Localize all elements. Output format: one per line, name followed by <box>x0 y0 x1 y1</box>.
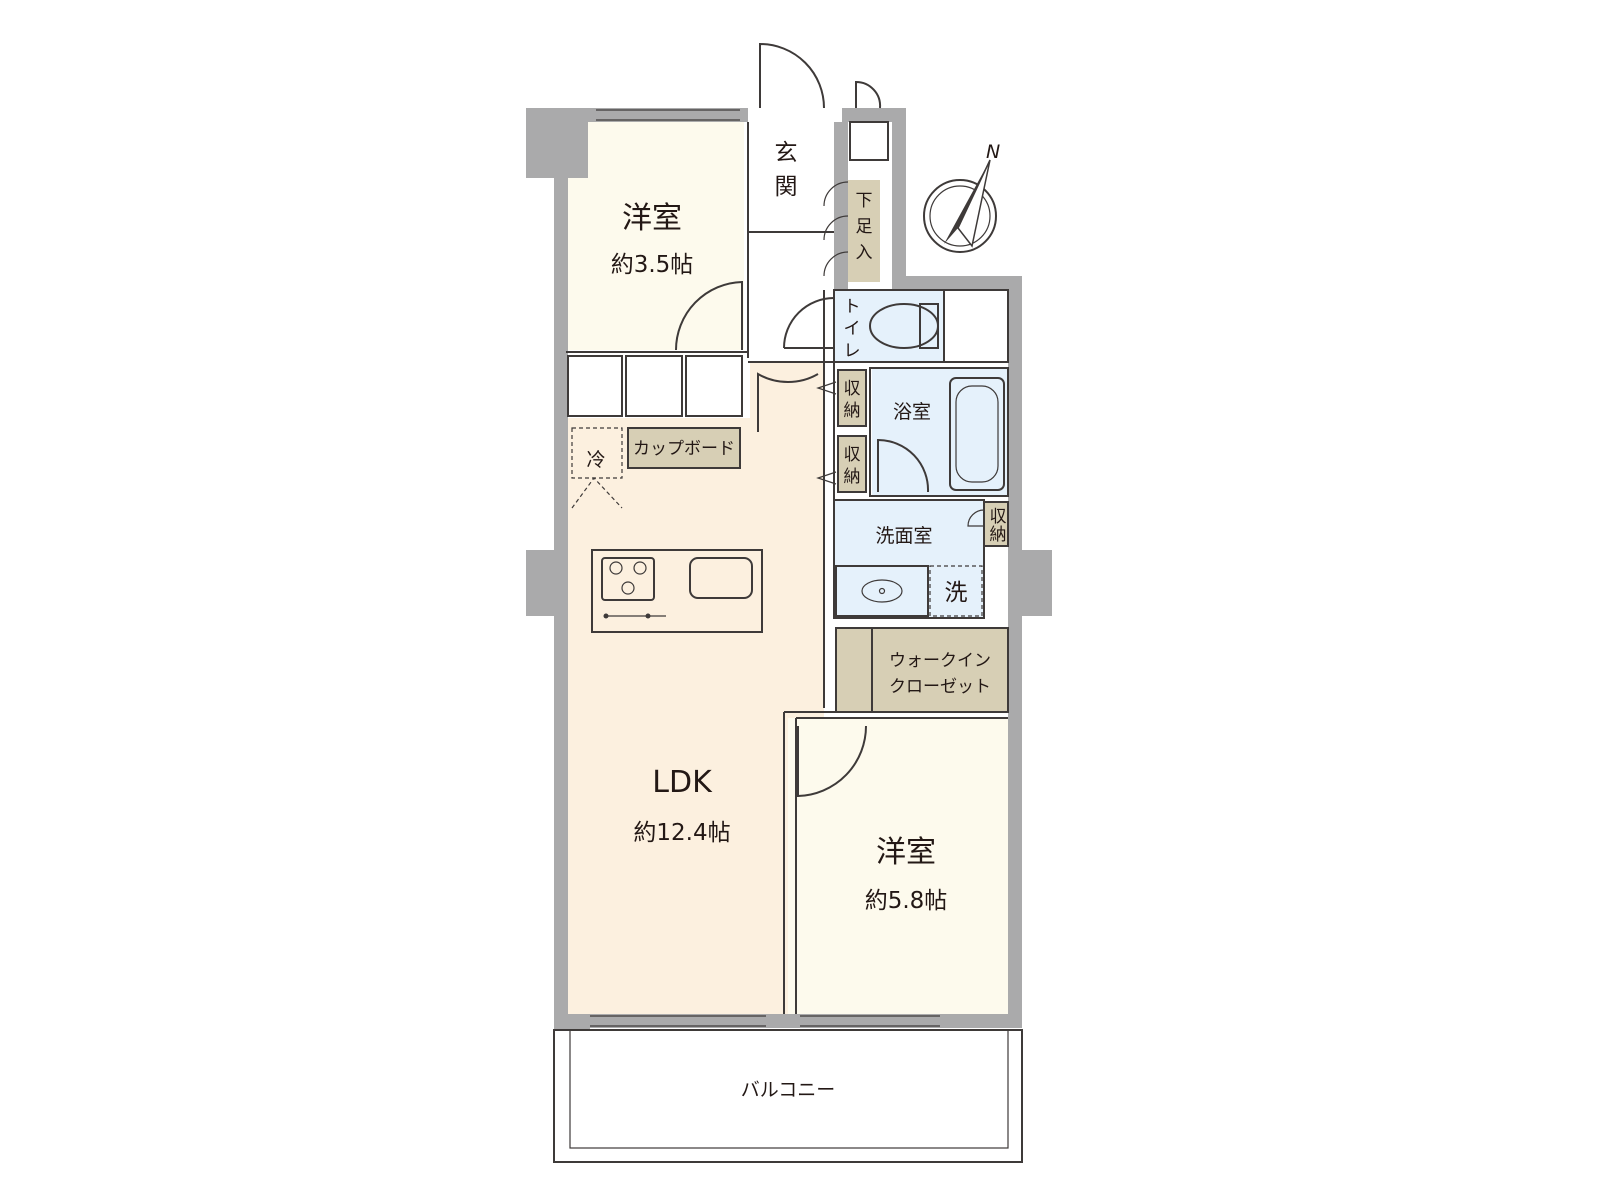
toilet-fixture <box>869 303 939 349</box>
storage-upper-label-1: 収 <box>844 379 861 399</box>
cupboard-floor <box>628 428 740 468</box>
storage-lower-label-2: 納 <box>844 467 861 487</box>
storage-lower-label-1: 収 <box>844 445 861 465</box>
western-room-small-name: 洋室 <box>622 201 682 236</box>
interior-lines <box>553 109 1023 1163</box>
compass-label: N <box>986 141 1000 163</box>
washroom-label: 洗面室 <box>875 525 932 547</box>
washroom-storage-label-2: 納 <box>990 525 1007 545</box>
ldk-name: LDK <box>652 765 713 800</box>
washroom-floor <box>834 500 984 618</box>
compass-icon: N <box>923 141 1000 253</box>
walk-in-closet-label-2: クローゼット <box>889 677 991 697</box>
cupboard-label: カップボード <box>633 439 735 459</box>
toilet-floor <box>834 290 944 362</box>
entrance-label-2: 関 <box>775 174 798 200</box>
shoe-storage-floor <box>848 180 880 282</box>
walk-in-closet-label-1: ウォークイン <box>889 651 991 671</box>
shoe-storage-label-1: 下 <box>856 191 873 211</box>
western-room-large-floor <box>788 718 1008 1014</box>
hall-floor <box>750 362 824 418</box>
entrance-label-1: 玄 <box>775 140 798 166</box>
walls <box>526 108 1052 1030</box>
shoe-storage-label-3: 入 <box>856 243 873 263</box>
western-room-large-name: 洋室 <box>876 835 936 870</box>
toilet-label-1: ト <box>844 297 861 317</box>
storage-upper-label-2: 納 <box>844 401 861 421</box>
doors <box>675 42 985 798</box>
storage-lower-floor <box>838 436 866 492</box>
ldk-floor <box>566 418 824 1014</box>
fridge-label: 冷 <box>586 449 605 471</box>
toilet-label-2: イ <box>844 319 861 339</box>
western-room-large-area: 約5.8帖 <box>865 888 948 914</box>
ldk-area: 約12.4帖 <box>633 820 730 846</box>
washing-machine-label: 洗 <box>945 580 968 606</box>
western-room-small-floor <box>566 122 744 350</box>
walk-in-closet-floor <box>836 628 1008 712</box>
bathroom-label: 浴室 <box>893 401 931 423</box>
washroom-storage-label-1: 収 <box>990 507 1007 527</box>
western-room-small-area: 約3.5帖 <box>611 252 694 278</box>
balcony-label: バルコニー <box>741 1079 836 1101</box>
toilet-label-3: レ <box>844 341 861 361</box>
bathroom-floor <box>872 368 1008 496</box>
shoe-storage-label-2: 足 <box>856 217 873 237</box>
storage-upper-floor <box>838 370 866 426</box>
